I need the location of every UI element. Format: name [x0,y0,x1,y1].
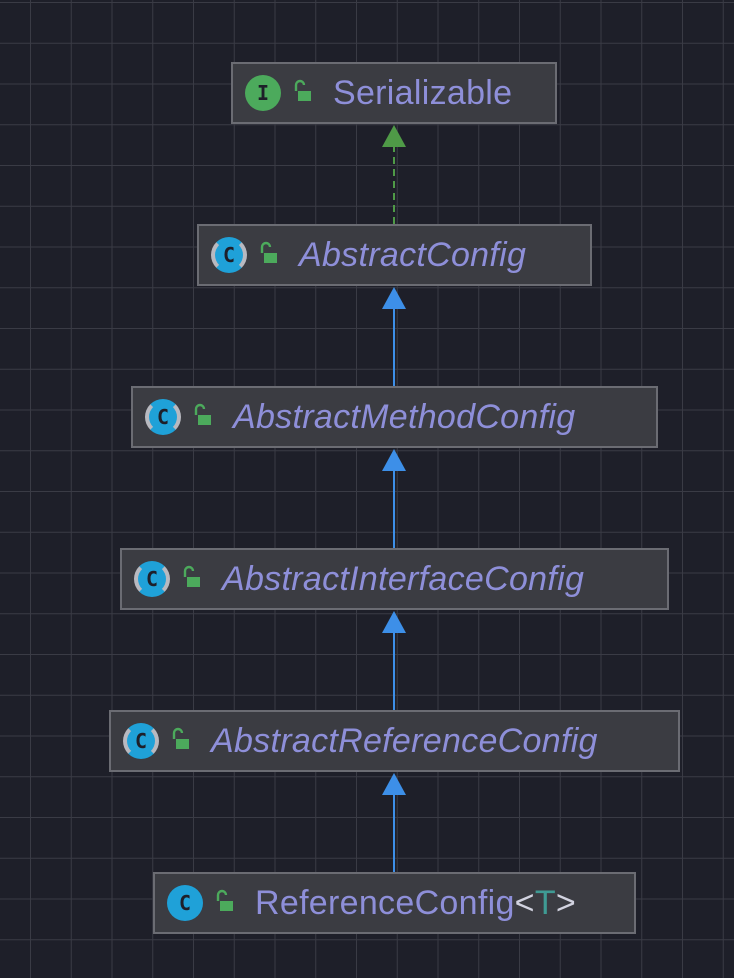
abstract-class-icon: C [123,723,159,759]
edge-arrowhead [382,125,406,147]
node-reference-config[interactable]: C ReferenceConfig<T> [153,872,636,934]
node-label: AbstractReferenceConfig [211,721,598,760]
node-label: AbstractInterfaceConfig [222,559,585,598]
node-abstract-interface-config[interactable]: C AbstractInterfaceConfig [120,548,669,610]
type-param-open: < [514,883,535,922]
class-icon: C [167,885,203,921]
open-lock-icon [213,889,235,918]
open-lock-icon [291,79,313,108]
node-label: AbstractConfig [299,235,527,274]
type-param: T [534,883,556,922]
node-abstract-reference-config[interactable]: C AbstractReferenceConfig [109,710,680,772]
node-label: Serializable [333,73,513,112]
class-name: ReferenceConfig [255,883,515,922]
abstract-class-icon: C [145,399,181,435]
node-label: AbstractMethodConfig [233,397,576,436]
open-lock-icon [191,403,213,432]
open-lock-icon [257,241,279,270]
abstract-class-icon: C [211,237,247,273]
edge-arrowhead [382,287,406,309]
abstract-class-icon: C [134,561,170,597]
open-lock-icon [169,727,191,756]
node-abstract-config[interactable]: C AbstractConfig [197,224,592,286]
edge-arrowhead [382,773,406,795]
open-lock-icon [180,565,202,594]
node-label: ReferenceConfig<T> [255,884,576,923]
node-abstract-method-config[interactable]: C AbstractMethodConfig [131,386,658,448]
edge-arrowhead [382,611,406,633]
type-param-close: > [555,883,577,922]
edge-arrowhead [382,449,406,471]
node-serializable[interactable]: I Serializable [231,62,557,124]
interface-icon: I [245,75,281,111]
